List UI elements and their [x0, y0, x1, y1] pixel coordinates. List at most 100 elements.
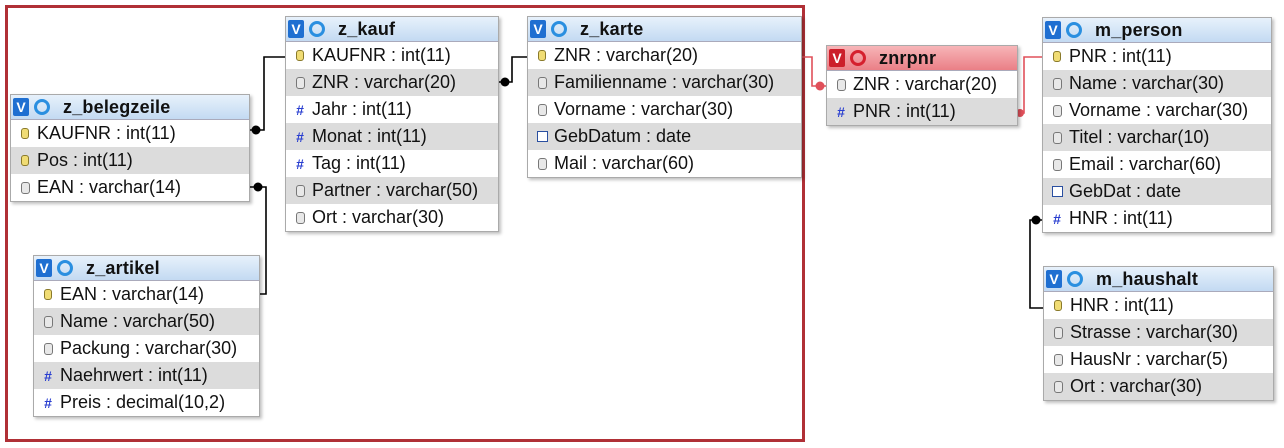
gear-icon[interactable]	[1066, 270, 1084, 288]
table-field-row[interactable]: ZNR : varchar(20)	[528, 42, 801, 69]
collapse-toggle-button[interactable]: V	[1045, 21, 1061, 39]
number-icon: #	[837, 103, 845, 120]
table-field-row[interactable]: Packung : varchar(30)	[34, 335, 259, 362]
text-field-icon	[40, 316, 56, 328]
table-field-row[interactable]: Ort : varchar(30)	[1044, 373, 1273, 400]
table-field-row[interactable]: #Preis : decimal(10,2)	[34, 389, 259, 416]
field-label: Jahr : int(11)	[312, 99, 412, 119]
field-label: HNR : int(11)	[1069, 208, 1173, 228]
text-field-icon	[1050, 381, 1066, 393]
collapse-toggle-button[interactable]: V	[1046, 270, 1062, 288]
table-field-row[interactable]: #PNR : int(11)	[827, 98, 1017, 125]
table-field-row[interactable]: #Monat : int(11)	[286, 123, 498, 150]
field-label: Vorname : varchar(30)	[554, 99, 734, 119]
table-field-row[interactable]: KAUFNR : int(11)	[286, 42, 498, 69]
field-label: Name : varchar(30)	[1069, 73, 1225, 93]
key-icon	[1049, 51, 1065, 62]
number-icon: #	[296, 101, 304, 118]
field-label: EAN : varchar(14)	[37, 177, 182, 197]
table-field-row[interactable]: ZNR : varchar(20)	[827, 71, 1017, 98]
collapse-toggle-button[interactable]: V	[829, 49, 845, 67]
table-field-row[interactable]: # Jahr : int(11)	[286, 96, 498, 123]
collapse-toggle-button[interactable]: V	[36, 259, 52, 277]
field-label: Naehrwert : int(11)	[60, 365, 208, 385]
table-field-row[interactable]: Strasse : varchar(30)	[1044, 319, 1273, 346]
gear-icon[interactable]	[56, 259, 74, 277]
table-name: m_person	[1095, 19, 1183, 40]
table-field-row[interactable]: #Naehrwert : int(11)	[34, 362, 259, 389]
gear-icon[interactable]	[33, 98, 51, 116]
collapse-toggle-button[interactable]: V	[288, 20, 304, 38]
field-label: Name : varchar(50)	[60, 311, 216, 331]
field-label: KAUFNR : int(11)	[37, 123, 176, 143]
table-field-row[interactable]: Mail : varchar(60)	[528, 150, 801, 177]
field-label: ZNR : varchar(20)	[554, 45, 699, 65]
gear-icon[interactable]	[849, 49, 867, 67]
field-label: Monat : int(11)	[312, 126, 427, 146]
field-label: HausNr : varchar(5)	[1070, 349, 1229, 369]
text-field-icon	[1049, 132, 1065, 144]
collapse-toggle-button[interactable]: V	[13, 98, 29, 116]
text-field-icon	[1050, 327, 1066, 339]
field-label: Ort : varchar(30)	[1070, 376, 1203, 396]
table-name: m_haushalt	[1096, 268, 1199, 289]
text-field-icon	[534, 158, 550, 170]
field-label: Pos : int(11)	[37, 150, 133, 170]
table-field-row[interactable]: Pos : int(11)	[11, 147, 249, 174]
table-field-row[interactable]: #Tag : int(11)	[286, 150, 498, 177]
table-field-row[interactable]: Ort : varchar(30)	[286, 204, 498, 231]
relation-endpoint	[1031, 215, 1041, 225]
table-field-row[interactable]: Partner : varchar(50)	[286, 177, 498, 204]
field-label: HNR : int(11)	[1070, 295, 1174, 315]
text-field-icon	[1050, 354, 1066, 366]
table-field-row[interactable]: GebDatum : date	[528, 123, 801, 150]
table-field-row[interactable]: Vorname : varchar(30)	[1043, 97, 1271, 124]
table-field-row[interactable]: PNR : int(11)	[1043, 43, 1271, 70]
table-field-row[interactable]: HausNr : varchar(5)	[1044, 346, 1273, 373]
table-field-row[interactable]: Email : varchar(60)	[1043, 151, 1271, 178]
table-field-row[interactable]: Name : varchar(50)	[34, 308, 259, 335]
table-field-row[interactable]: # HNR : int(11)	[1043, 205, 1271, 232]
table-field-row[interactable]: EAN : varchar(14)	[34, 281, 259, 308]
highlight-frame	[5, 5, 805, 442]
table-field-row[interactable]: EAN : varchar(14)	[11, 174, 249, 201]
field-label: KAUFNR : int(11)	[312, 45, 451, 65]
key-icon	[17, 155, 33, 166]
table-field-row[interactable]: GebDat : date	[1043, 178, 1271, 205]
number-icon: #	[1053, 210, 1061, 227]
field-label: GebDatum : date	[554, 126, 692, 146]
table-field-row[interactable]: Name : varchar(30)	[1043, 70, 1271, 97]
table-field-row[interactable]: Titel : varchar(10)	[1043, 124, 1271, 151]
table-name: z_karte	[580, 18, 644, 39]
text-field-icon	[1049, 159, 1065, 171]
gear-icon[interactable]	[308, 20, 326, 38]
field-label: Preis : decimal(10,2)	[60, 392, 226, 412]
table-name: z_kauf	[338, 18, 396, 39]
gear-icon[interactable]	[550, 20, 568, 38]
table-field-row[interactable]: KAUFNR : int(11)	[11, 120, 249, 147]
gear-icon[interactable]	[1065, 21, 1083, 39]
table-name: z_belegzeile	[63, 96, 171, 117]
table-field-row[interactable]: Vorname : varchar(30)	[528, 96, 801, 123]
table-field-row[interactable]: ZNR : varchar(20)	[286, 69, 498, 96]
table-field-row[interactable]: Familienname : varchar(30)	[528, 69, 801, 96]
table-field-row[interactable]: HNR : int(11)	[1044, 292, 1273, 319]
text-field-icon	[534, 77, 550, 89]
collapse-toggle-button[interactable]: V	[530, 20, 546, 38]
relation-endpoint	[815, 81, 825, 91]
relation-znrpnr-person	[1017, 56, 1043, 114]
